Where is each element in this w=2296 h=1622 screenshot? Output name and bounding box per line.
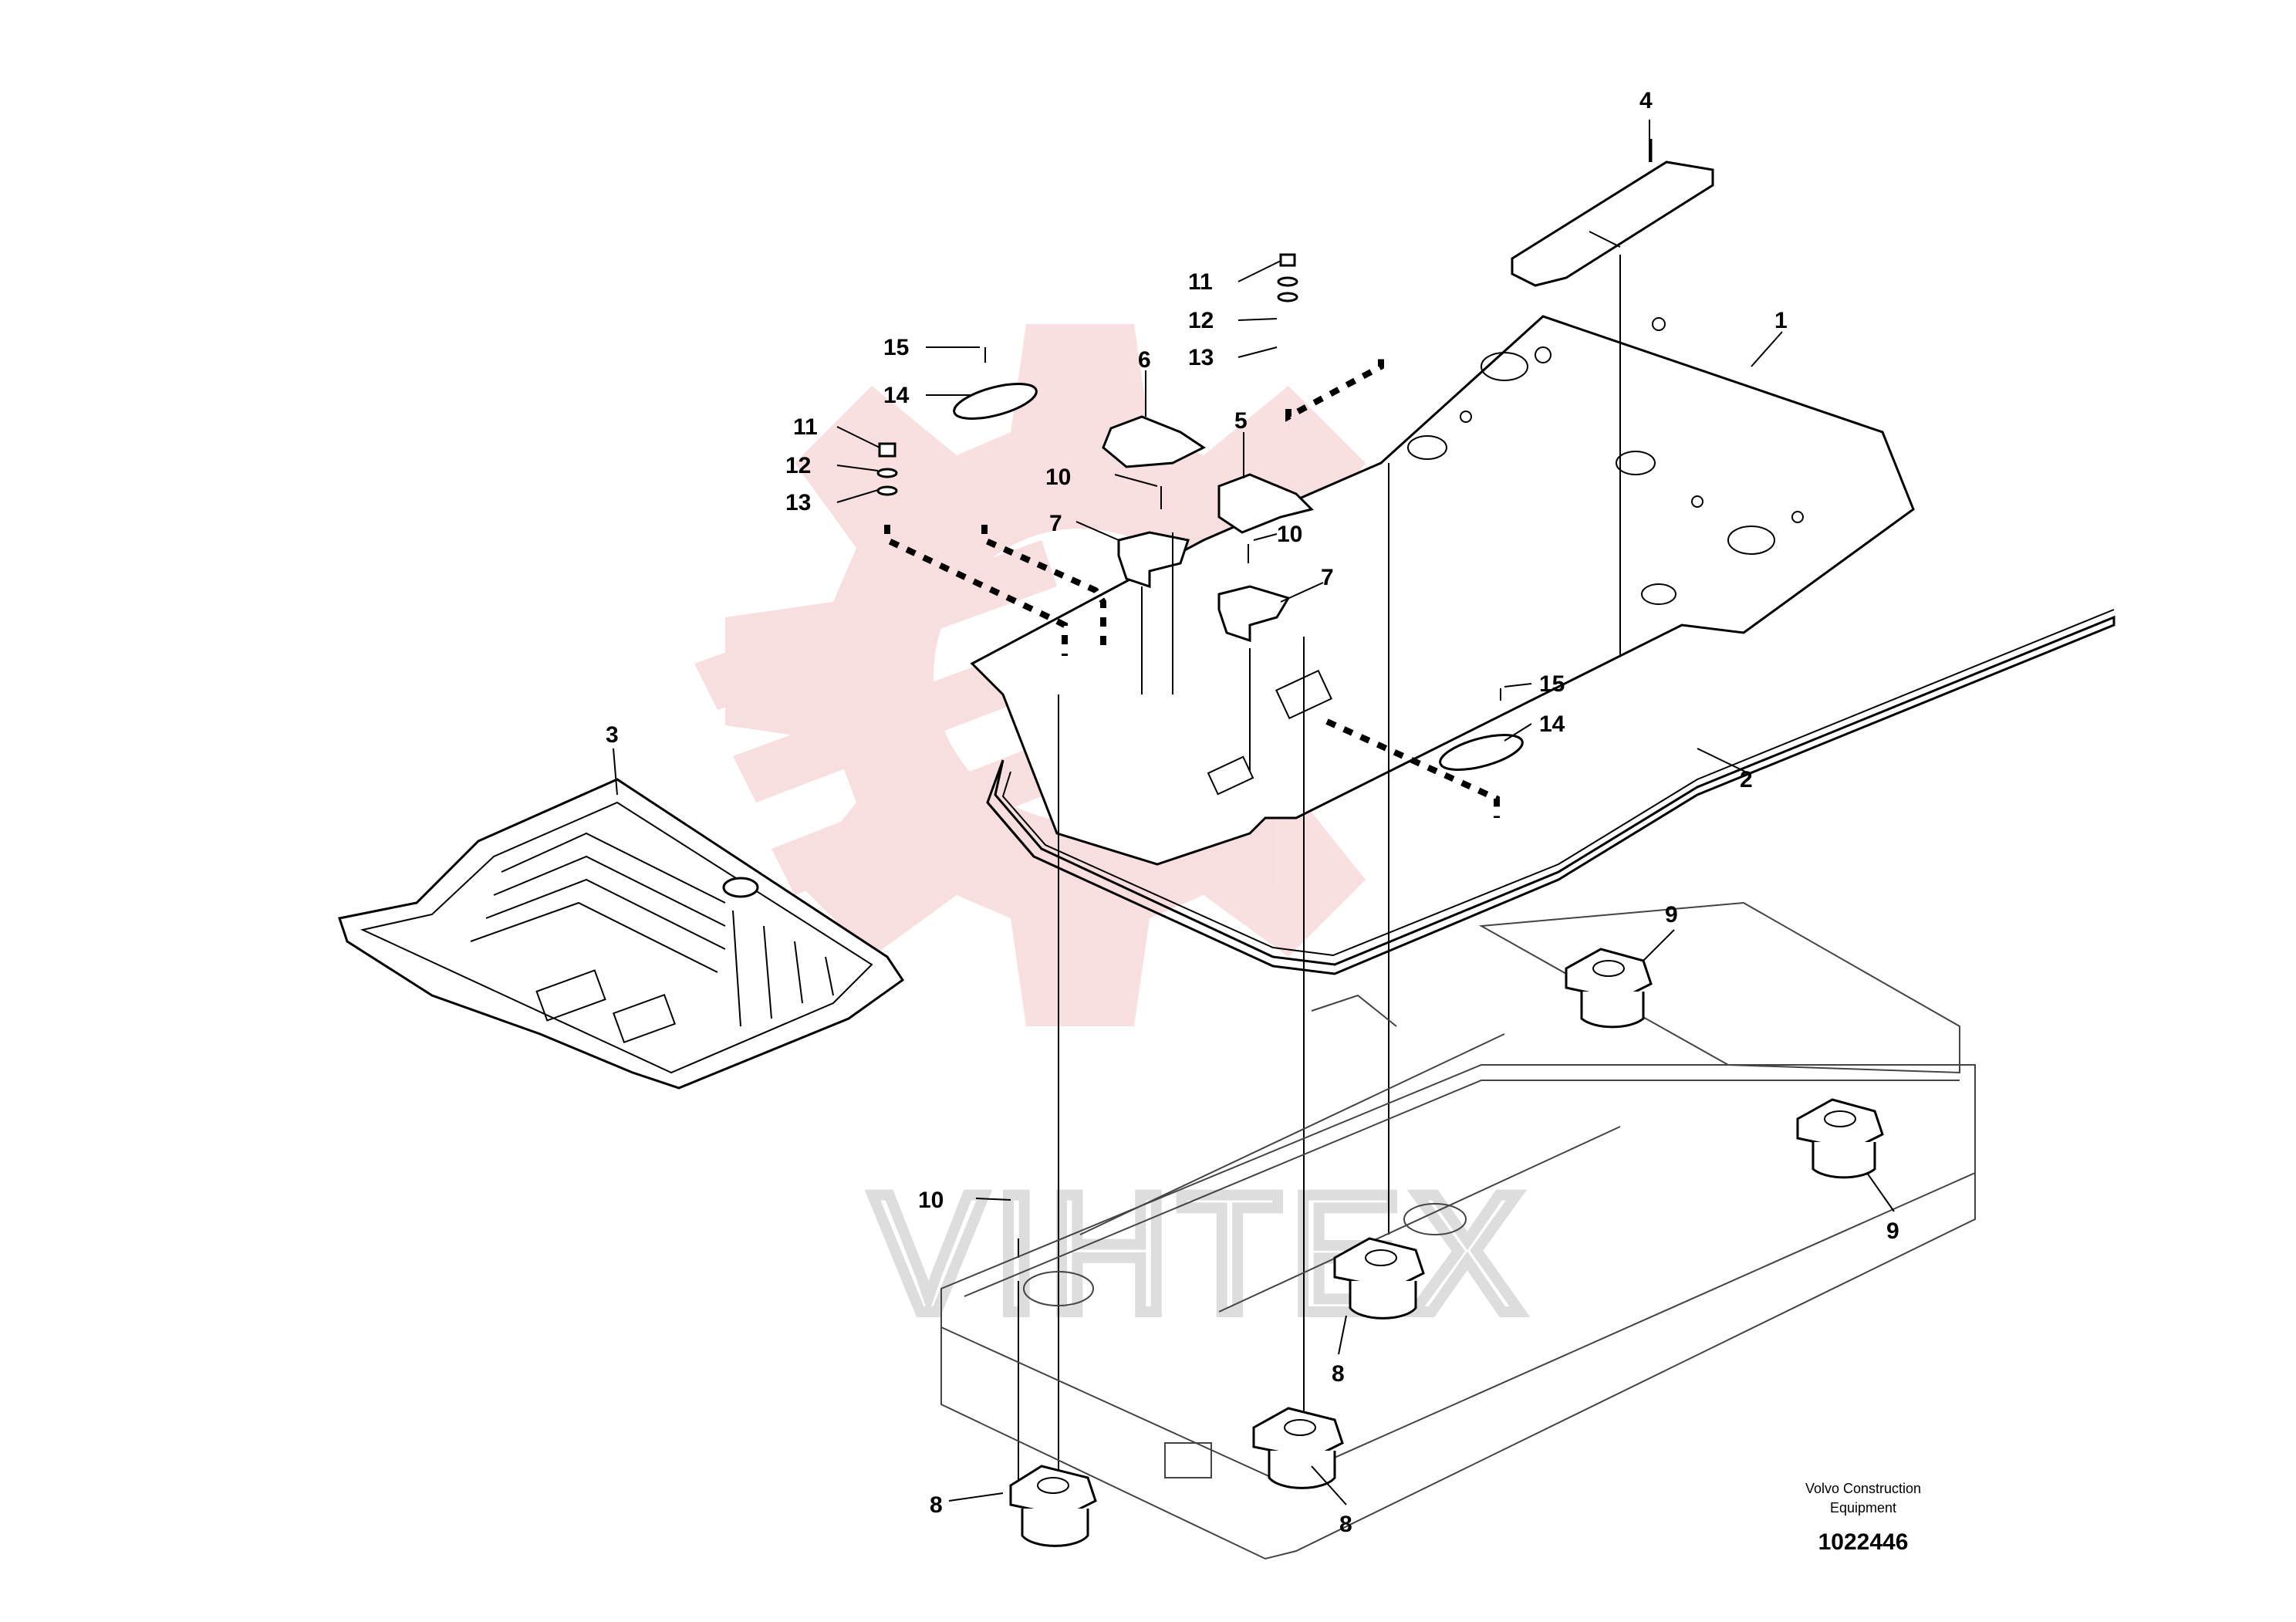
callout-10-b: 10 — [1277, 522, 1302, 547]
floor-plate-part-1 — [970, 315, 1915, 866]
callout-14-b: 14 — [1539, 711, 1565, 737]
company-name-line1: Volvo Construction — [1805, 1481, 1921, 1496]
callout-3: 3 — [606, 722, 619, 748]
dashed-route-right — [1285, 351, 1384, 422]
mount-part-8-c — [1333, 1237, 1425, 1320]
watermark-text: VIHTEX — [872, 1158, 1531, 1348]
callout-7-b: 7 — [1321, 565, 1334, 590]
callout-8-b: 8 — [1332, 1361, 1345, 1387]
mount-part-8-a — [1009, 1465, 1097, 1547]
callout-14-a: 14 — [883, 383, 910, 408]
leader-lines — [1018, 255, 1621, 1512]
upper-frame — [940, 901, 1976, 1560]
mount-part-9-a — [1565, 948, 1653, 1029]
dashed-route-center — [981, 525, 1106, 648]
callout-labels: 1 2 3 4 5 6 7 7 8 8 8 9 9 10 10 10 11 11… — [606, 88, 1899, 1537]
callout-12-b: 12 — [785, 453, 811, 478]
dashed-route-right-lower — [1325, 718, 1500, 818]
mount-part-9-b — [1796, 1098, 1884, 1179]
company-name-line2: Equipment — [1830, 1500, 1896, 1516]
callout-10-c: 10 — [918, 1188, 944, 1213]
cover-part-6 — [1102, 415, 1206, 468]
callout-8-a: 8 — [930, 1492, 943, 1518]
drawing-number: 1022446 — [1818, 1529, 1909, 1555]
callout-leaders — [613, 120, 1895, 1505]
callout-6: 6 — [1138, 347, 1151, 373]
fasteners — [876, 253, 1524, 1258]
callout-15-a: 15 — [883, 335, 909, 360]
callout-11-b: 11 — [793, 414, 818, 440]
mount-part-8-b — [1252, 1407, 1344, 1489]
dashed-route-left — [884, 525, 1068, 656]
callout-11-a: 11 — [1188, 269, 1213, 295]
callout-13-a: 13 — [1188, 345, 1214, 370]
callout-9-b: 9 — [1886, 1218, 1899, 1244]
callout-7-a: 7 — [1049, 511, 1062, 536]
cover-part-5 — [1217, 473, 1314, 534]
floor-mat-part-3 — [338, 778, 905, 1090]
footer: Volvo Construction Equipment 1022446 — [1805, 1481, 1921, 1555]
rail-part-4 — [1511, 139, 1714, 287]
callout-13-b: 13 — [785, 490, 811, 515]
callout-2: 2 — [1740, 767, 1753, 792]
callout-4: 4 — [1639, 88, 1653, 113]
bracket-part-7-a — [1117, 531, 1190, 589]
callout-10-a: 10 — [1045, 465, 1071, 490]
callout-9-a: 9 — [1665, 902, 1678, 928]
callout-1: 1 — [1774, 308, 1788, 333]
callout-8-c: 8 — [1339, 1512, 1352, 1537]
callout-5: 5 — [1234, 408, 1248, 434]
bracket-part-7-b — [1217, 585, 1291, 643]
callout-12-a: 12 — [1188, 308, 1214, 333]
callout-15-b: 15 — [1539, 671, 1565, 697]
